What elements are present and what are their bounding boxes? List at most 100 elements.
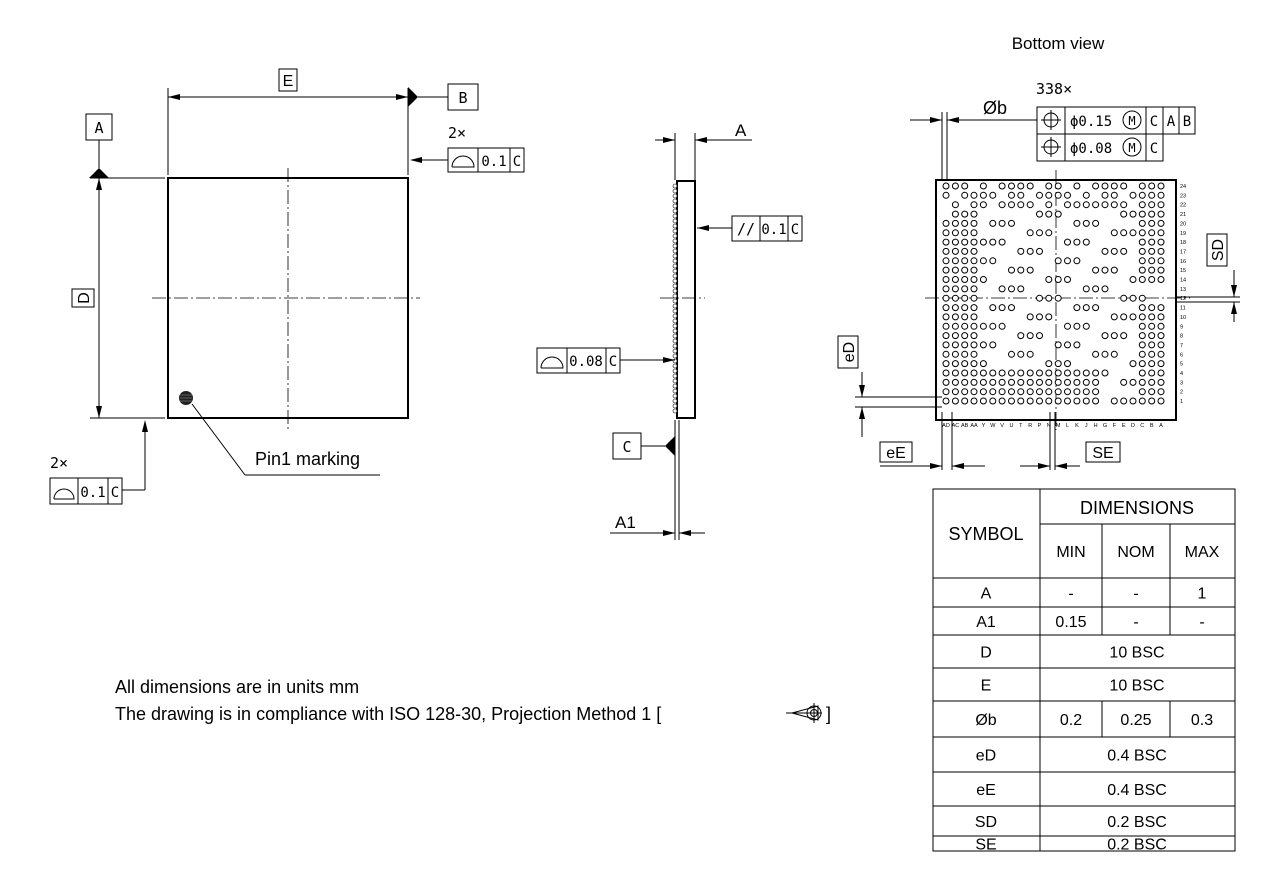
bga-ball xyxy=(1120,294,1128,302)
bga-ball xyxy=(951,210,959,218)
column-label: F xyxy=(1113,423,1117,429)
bga-ball xyxy=(961,332,969,340)
bga-ball xyxy=(1082,388,1090,396)
note-units: All dimensions are in units mm xyxy=(115,677,359,697)
parallelism-icon: // xyxy=(737,220,755,238)
bga-ball xyxy=(961,350,969,358)
bga-ball xyxy=(1017,397,1025,405)
bga-ball xyxy=(961,313,969,321)
bga-ball xyxy=(1008,191,1015,199)
bga-ball xyxy=(1138,210,1146,218)
row-label: 23 xyxy=(1180,193,1186,199)
bga-ball xyxy=(970,276,978,283)
bga-ball xyxy=(1138,369,1146,377)
bga-ball xyxy=(1120,378,1128,386)
table-cell-symbol: E xyxy=(981,678,992,695)
bga-ball xyxy=(979,238,987,246)
dimensions-header: DIMENSIONS xyxy=(1080,498,1194,518)
bga-ball xyxy=(961,369,969,377)
bga-ball xyxy=(1064,238,1071,246)
table-cell-max: 0.3 xyxy=(1191,712,1213,729)
bga-ball xyxy=(970,238,978,246)
side-ball xyxy=(672,248,678,254)
bga-ball xyxy=(998,219,1006,227)
bga-ball xyxy=(942,247,950,255)
column-label: R xyxy=(1028,423,1032,429)
fcf-datum: C xyxy=(513,154,521,170)
fcf-datum: C xyxy=(609,354,617,370)
row-label: 2 xyxy=(1180,390,1183,396)
bga-ball xyxy=(1138,229,1146,237)
bga-ball xyxy=(970,388,978,396)
side-balls xyxy=(672,183,678,414)
position-icon xyxy=(1041,137,1061,157)
bga-ball xyxy=(1138,304,1146,312)
table-cell-nom: 0.25 xyxy=(1120,712,1151,729)
bga-ball xyxy=(1082,378,1090,386)
side-ball xyxy=(672,198,678,204)
bga-ball xyxy=(970,304,978,312)
bga-ball xyxy=(1120,313,1128,321)
min-header: MIN xyxy=(1056,544,1085,561)
datum-b-box xyxy=(447,83,479,111)
position-icon xyxy=(1041,110,1061,130)
bga-ball xyxy=(1092,397,1100,405)
bga-ball xyxy=(1036,191,1043,199)
dim-d-label: D xyxy=(76,292,93,304)
bga-ball xyxy=(1148,210,1156,218)
bga-ball xyxy=(970,350,978,358)
table-cell-max: 1 xyxy=(1198,586,1207,603)
column-label: E xyxy=(1122,423,1126,429)
bga-ball xyxy=(1129,313,1137,321)
bga-ball xyxy=(951,397,959,405)
bga-ball xyxy=(951,369,959,377)
bga-ball xyxy=(1092,285,1100,293)
bga-ball xyxy=(1129,378,1137,386)
bga-ball xyxy=(1073,397,1081,405)
bga-ball xyxy=(1148,191,1156,199)
arrowhead xyxy=(396,94,408,100)
column-label: N xyxy=(1047,423,1051,429)
row-label: 17 xyxy=(1180,249,1186,255)
row-label: 22 xyxy=(1180,203,1186,209)
bga-ball xyxy=(970,201,978,209)
fcf-profile-side: 0.08 C xyxy=(536,347,621,374)
bga-ball xyxy=(1036,388,1043,396)
side-ball xyxy=(672,303,678,309)
table-cell-symbol: A1 xyxy=(976,614,996,631)
bga-ball xyxy=(951,360,959,368)
fcf-tolerance: 0.08 xyxy=(569,354,603,370)
bga-ball xyxy=(1110,191,1118,199)
dim-e-label: E xyxy=(283,73,294,90)
bga-ball xyxy=(1092,350,1100,358)
column-label: AC xyxy=(952,423,960,429)
bga-ball xyxy=(961,378,969,386)
column-label: K xyxy=(1075,423,1079,429)
table-cell-symbol: eE xyxy=(976,782,996,799)
column-label: H xyxy=(1094,423,1098,429)
fcf-tolerance: ϕ0.08 xyxy=(1070,141,1112,157)
bga-ball xyxy=(1008,350,1015,358)
side-ball xyxy=(672,268,678,274)
fcf-tolerance: ϕ0.15 xyxy=(1070,114,1112,130)
bga-ball xyxy=(942,313,950,321)
bga-ball xyxy=(1036,378,1043,386)
bga-ball xyxy=(1157,304,1165,312)
bga-ball xyxy=(970,322,978,330)
bga-ball xyxy=(979,182,987,190)
bga-ball xyxy=(1036,369,1043,377)
fcf-profile-top: 0.1 C xyxy=(447,147,525,173)
bga-ball xyxy=(1026,397,1034,405)
ball-count: 338× xyxy=(1036,80,1072,98)
bga-ball xyxy=(1138,350,1146,358)
bga-ball xyxy=(998,285,1006,293)
bga-ball xyxy=(989,304,997,312)
fcf-datum: C xyxy=(1150,114,1158,130)
bga-ball xyxy=(1082,322,1090,330)
bga-ball xyxy=(961,266,969,274)
row-label: 3 xyxy=(1180,380,1183,386)
bga-ball xyxy=(970,210,978,218)
bga-ball xyxy=(1157,229,1165,237)
note-iso-bracket-close: ] xyxy=(826,704,831,724)
bga-ball xyxy=(1026,332,1034,340)
